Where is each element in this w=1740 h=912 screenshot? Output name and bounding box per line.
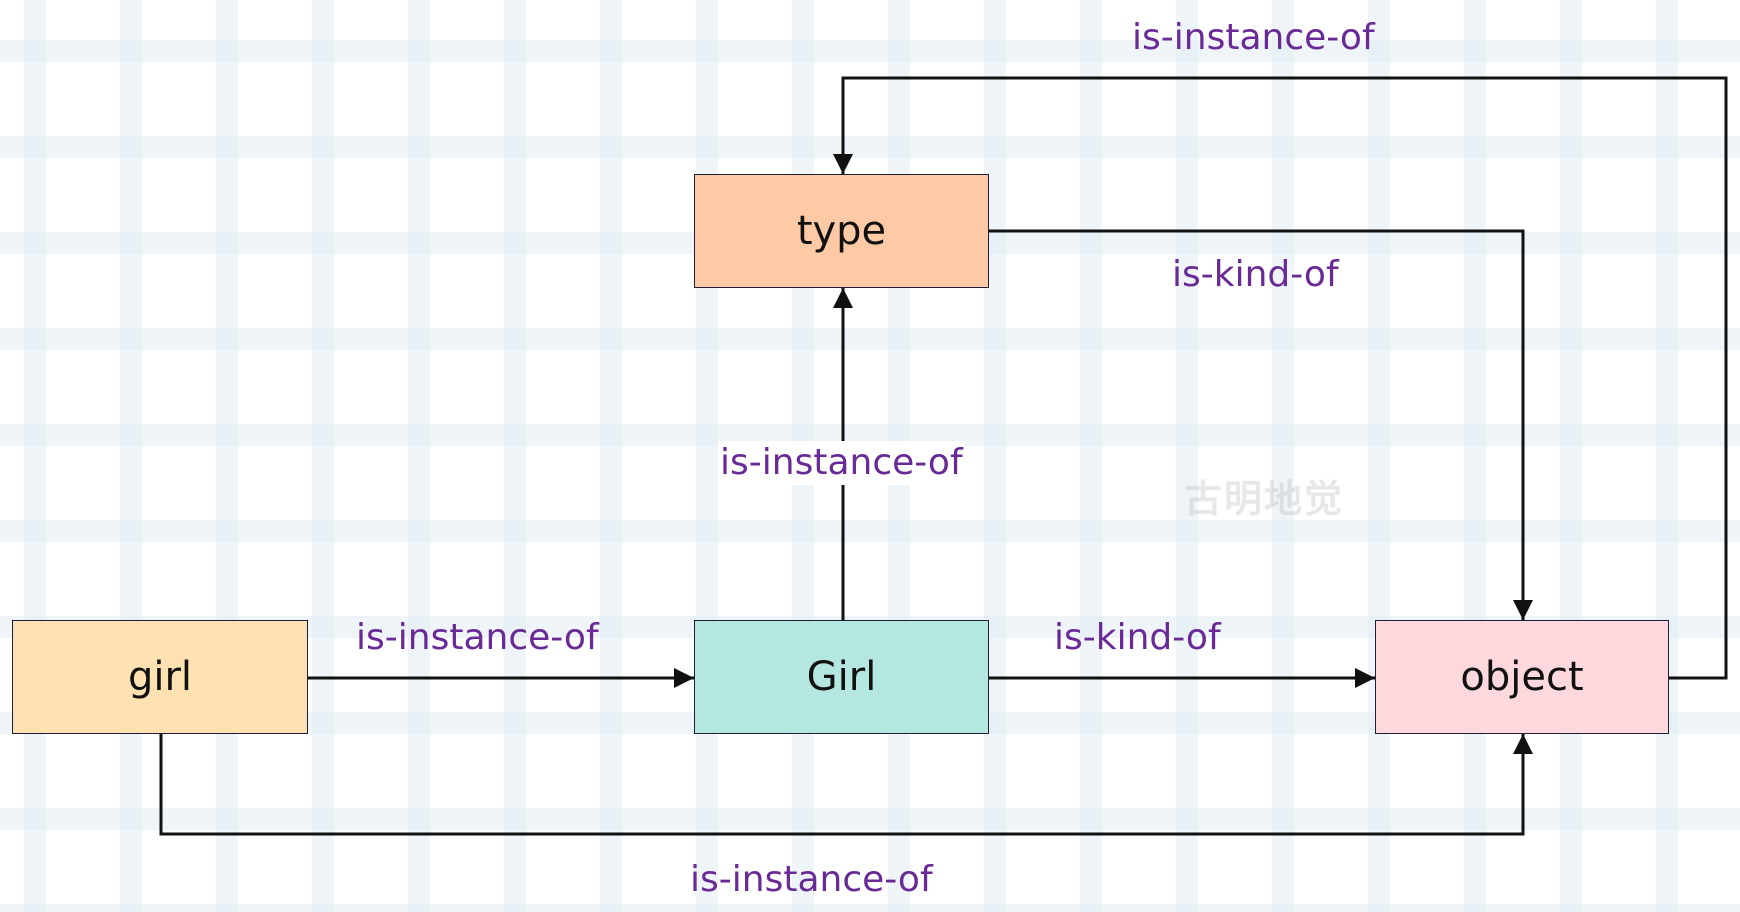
label-girlclass-instance-of-type: is-instance-of	[718, 441, 965, 485]
node-type-label: type	[796, 208, 887, 254]
label-girl-instance-of-girlclass: is-instance-of	[356, 617, 599, 658]
watermark: 古明地觉	[1184, 477, 1345, 521]
node-object[interactable]: object	[1375, 620, 1669, 734]
node-girl-class[interactable]: Girl	[694, 620, 989, 734]
edge-girl-to-object	[159, 734, 1533, 836]
label-object-to-type: is-instance-of	[1132, 17, 1375, 58]
label-type-kind-of-object: is-kind-of	[1172, 254, 1339, 295]
node-girl-class-label: Girl	[806, 654, 877, 700]
label-girl-instance-of-object: is-instance-of	[690, 859, 933, 900]
node-object-label: object	[1460, 654, 1584, 700]
node-type[interactable]: type	[694, 174, 989, 288]
node-girl-instance[interactable]: girl	[12, 620, 308, 734]
label-girlclass-kind-of-object: is-kind-of	[1054, 617, 1221, 658]
node-girl-instance-label: girl	[127, 654, 193, 700]
edge-type-to-object	[989, 229, 1533, 620]
edge-object-to-type	[833, 76, 1728, 680]
